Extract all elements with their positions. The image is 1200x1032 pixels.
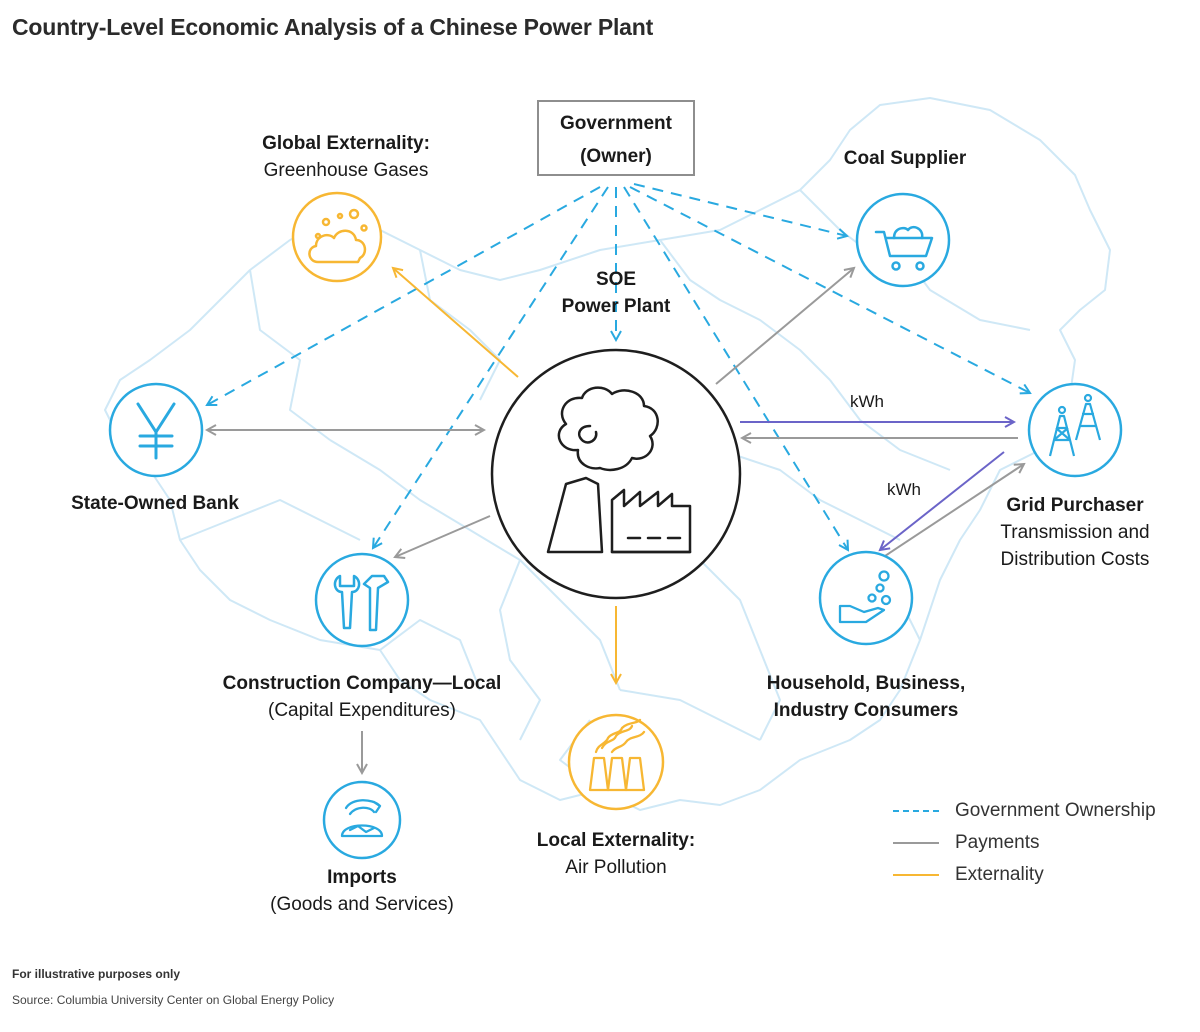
state-owned-bank-title: State-Owned Bank: [71, 493, 239, 514]
global-externality-title: Global Externality:: [262, 133, 430, 154]
government-owner-label: (Owner): [580, 146, 652, 167]
kwh-arrows: [740, 422, 1014, 550]
grid-purchaser-sub2: Distribution Costs: [1000, 549, 1150, 570]
imports-title: Imports: [327, 867, 397, 888]
footnote: For illustrative purposes only: [12, 967, 181, 981]
global-externality-subtitle: Greenhouse Gases: [263, 160, 429, 181]
grid-purchaser-label: Grid Purchaser Transmission and Distribu…: [980, 492, 1170, 573]
smokestacks-icon: [588, 718, 646, 792]
local-externality-node: [567, 713, 665, 811]
grid-purchaser-sub1: Transmission and: [1000, 522, 1150, 543]
consumers-title-line1: Household, Business,: [766, 673, 966, 694]
soe-label: SOE Power Plant: [540, 266, 692, 320]
legend-label-ownership: Government Ownership: [955, 800, 1156, 821]
globe-arrows-icon: [340, 799, 384, 838]
kwh-arrow-grid-to-consumers: [880, 451, 1005, 550]
local-externality-label: Local Externality: Air Pollution: [510, 827, 722, 881]
global-externality-label: Global Externality: Greenhouse Gases: [246, 130, 446, 184]
transmission-tower-icon: [1048, 393, 1102, 457]
kwh-label-bottom: kWh: [887, 480, 921, 499]
coal-supplier-title: Coal Supplier: [843, 148, 967, 169]
ownership-arrow-coal: [633, 183, 847, 236]
legend-swatch-ownership: [893, 810, 939, 812]
construction-company-title: Construction Company—Local: [222, 673, 502, 694]
grid-purchaser-node: [1027, 382, 1123, 478]
tools-icon: [333, 574, 390, 632]
ownership-arrows: [207, 183, 1030, 550]
legend: Government Ownership Payments Externalit…: [893, 795, 1156, 891]
hand-coins-icon: [838, 570, 892, 624]
imports-subtitle: (Goods and Services): [270, 894, 454, 915]
state-owned-bank-label: State-Owned Bank: [40, 490, 270, 517]
government-owner-box: Government (Owner): [537, 100, 695, 176]
greenhouse-gas-cloud-icon: [308, 208, 368, 264]
grid-purchaser-title: Grid Purchaser: [1006, 495, 1144, 516]
coal-supplier-node: [855, 192, 951, 288]
construction-company-subtitle: (Capital Expenditures): [268, 700, 456, 721]
ownership-arrow-construction: [373, 186, 609, 548]
legend-label-payments: Payments: [955, 832, 1040, 853]
local-externality-title: Local Externality:: [536, 830, 696, 851]
global-externality-node: [291, 191, 383, 283]
yen-icon: [136, 402, 176, 460]
legend-item-payments: Payments: [893, 827, 1156, 859]
soe-power-plant-node: [490, 348, 742, 600]
construction-company-node: [314, 552, 410, 648]
diagram-title: Country-Level Economic Analysis of a Chi…: [12, 14, 654, 40]
coal-supplier-label: Coal Supplier: [815, 145, 995, 172]
consumers-title-line2: Industry Consumers: [773, 700, 959, 721]
externality-arrows: [393, 268, 616, 683]
imports-node: [322, 780, 402, 860]
soe-title: SOE: [595, 269, 637, 290]
kwh-label-top: kWh: [850, 392, 884, 411]
state-owned-bank-node: [108, 382, 204, 478]
imports-label: Imports (Goods and Services): [252, 864, 472, 918]
payment-arrows: [207, 268, 1024, 773]
soe-subtitle: Power Plant: [561, 296, 671, 317]
legend-swatch-externality: [893, 874, 939, 876]
construction-company-label: Construction Company—Local (Capital Expe…: [200, 670, 524, 724]
legend-item-externality: Externality: [893, 859, 1156, 891]
legend-swatch-payments: [893, 842, 939, 844]
coal-cart-icon: [874, 226, 934, 271]
local-externality-subtitle: Air Pollution: [565, 857, 667, 878]
payment-arrow-consumers-to-grid: [884, 464, 1024, 557]
payment-arrow-construction: [395, 515, 491, 557]
government-label: Government: [560, 113, 672, 134]
consumers-label: Household, Business, Industry Consumers: [750, 670, 982, 724]
externality-arrow-global: [393, 268, 519, 378]
payment-arrow-coal: [715, 268, 854, 385]
power-plant-icon: [546, 386, 692, 554]
ownership-arrow-consumers: [623, 186, 848, 550]
legend-label-externality: Externality: [955, 864, 1044, 885]
consumers-node: [818, 550, 914, 646]
source-note: Source: Columbia University Center on Gl…: [12, 993, 335, 1007]
legend-item-ownership: Government Ownership: [893, 795, 1156, 827]
